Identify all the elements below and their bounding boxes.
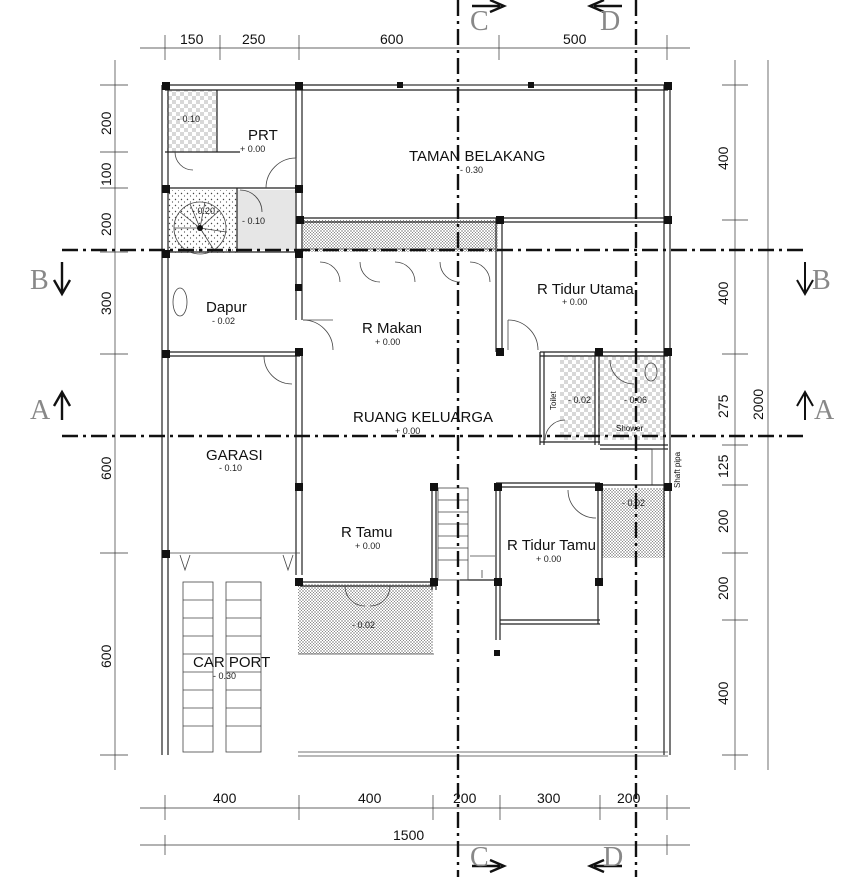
label-toilet: Toilet xyxy=(549,391,558,410)
section-label-c-top: C xyxy=(470,6,489,37)
arrow-b-right-icon xyxy=(796,262,814,297)
dim-right-6: 200 xyxy=(715,576,731,600)
front-terrace-hatch xyxy=(298,584,433,654)
dim-top-4: 500 xyxy=(563,31,587,47)
shower-floor xyxy=(598,355,666,440)
room-level-keluarga: + 0.00 xyxy=(395,426,420,436)
room-level-taman: - 0.30 xyxy=(460,165,483,175)
dim-right-7: 400 xyxy=(715,681,731,705)
dim-bottom-5: 200 xyxy=(617,790,641,806)
section-label-b-left: B xyxy=(30,265,49,296)
walls xyxy=(161,84,671,757)
dim-bottom-3: 200 xyxy=(453,790,477,806)
room-name-makan: R Makan xyxy=(362,320,422,337)
dim-left-5: 600 xyxy=(98,456,114,480)
dim-right-1: 400 xyxy=(715,146,731,170)
arrow-a-right-icon xyxy=(796,389,814,420)
room-level-dapur: - 0.02 xyxy=(212,316,235,326)
level-prt-bath: - 0.10 xyxy=(177,114,200,124)
section-label-c-bottom: C xyxy=(470,842,489,873)
sink-fixture xyxy=(172,287,188,317)
dim-left-4: 300 xyxy=(98,291,114,315)
section-label-a-left: A xyxy=(30,395,51,426)
level-guest-bath: - 0.02 xyxy=(622,498,645,508)
toilet-floor xyxy=(560,355,595,440)
section-label-d-bottom: D xyxy=(603,842,623,873)
dim-left-6: 600 xyxy=(98,644,114,668)
laundry-floor xyxy=(237,190,297,250)
carport-paving xyxy=(182,581,262,753)
arrow-a-left-icon xyxy=(52,389,72,420)
arrow-c-top-icon xyxy=(472,0,508,14)
arrow-c-bottom-icon xyxy=(472,858,508,874)
arrow-d-top-icon xyxy=(586,0,622,14)
room-name-garasi: GARASI xyxy=(206,447,263,464)
stair-landing-floor xyxy=(167,190,237,253)
dim-left-1: 200 xyxy=(98,111,114,135)
room-name-prt: PRT xyxy=(248,127,278,144)
dim-top-2: 250 xyxy=(242,31,266,47)
room-name-keluarga: RUANG KELUARGA xyxy=(353,409,493,426)
room-name-tamu: R Tamu xyxy=(341,524,392,541)
rear-terrace-hatch xyxy=(303,220,498,252)
room-level-garasi: - 0.10 xyxy=(219,463,242,473)
level-toilet-floor: - 0.02 xyxy=(568,395,591,405)
section-lines xyxy=(62,0,805,877)
spiral-stair xyxy=(173,201,227,255)
level-stair-landing: - 0.20 xyxy=(192,206,215,216)
dim-right-2: 400 xyxy=(715,281,731,305)
section-label-b-right: B xyxy=(812,265,831,296)
dim-top-3: 600 xyxy=(380,31,404,47)
dim-bottom-2: 400 xyxy=(358,790,382,806)
label-shaft: Shaft pipa xyxy=(673,451,682,488)
label-shower: Shower xyxy=(616,424,643,433)
structural-columns xyxy=(162,82,672,656)
doors xyxy=(174,151,635,607)
dim-left-2: 100 xyxy=(98,162,114,186)
dim-right-5: 200 xyxy=(715,509,731,533)
room-level-prt: + 0.00 xyxy=(240,144,265,154)
dim-right-4: 125 xyxy=(715,454,731,478)
dim-bottom-4: 300 xyxy=(537,790,561,806)
level-laundry: - 0.10 xyxy=(242,216,265,226)
section-label-d-top: D xyxy=(600,6,620,37)
section-arrows xyxy=(52,0,814,874)
wc-fixture xyxy=(644,362,658,382)
prt-bath-floor xyxy=(167,90,217,152)
room-name-dapur: Dapur xyxy=(206,299,247,316)
main-stair xyxy=(437,487,495,581)
level-terrace: - 0.02 xyxy=(352,620,375,630)
section-label-a-right: A xyxy=(814,395,835,426)
dim-top-1: 150 xyxy=(180,31,204,47)
dimension-lines xyxy=(100,35,769,855)
dim-left-3: 200 xyxy=(98,212,114,236)
room-name-taman: TAMAN BELAKANG xyxy=(409,148,545,165)
room-level-tamu: + 0.00 xyxy=(355,541,380,551)
dim-bottom-total: 1500 xyxy=(393,827,424,843)
dim-right-total: 2000 xyxy=(750,389,766,420)
room-level-tidur-tamu: + 0.00 xyxy=(536,554,561,564)
room-level-carport: - 0.30 xyxy=(213,671,236,681)
room-name-tidur-utama: R Tidur Utama xyxy=(537,281,634,298)
room-name-carport: CAR PORT xyxy=(193,654,270,671)
room-level-makan: + 0.00 xyxy=(375,337,400,347)
dim-bottom-1: 400 xyxy=(213,790,237,806)
dim-right-3: 275 xyxy=(715,394,731,418)
room-level-tidur-utama: + 0.00 xyxy=(562,297,587,307)
room-name-tidur-tamu: R Tidur Tamu xyxy=(507,537,596,554)
arrow-d-bottom-icon xyxy=(586,858,622,874)
guest-bath-floor xyxy=(602,488,665,558)
arrow-b-left-icon xyxy=(52,262,72,297)
